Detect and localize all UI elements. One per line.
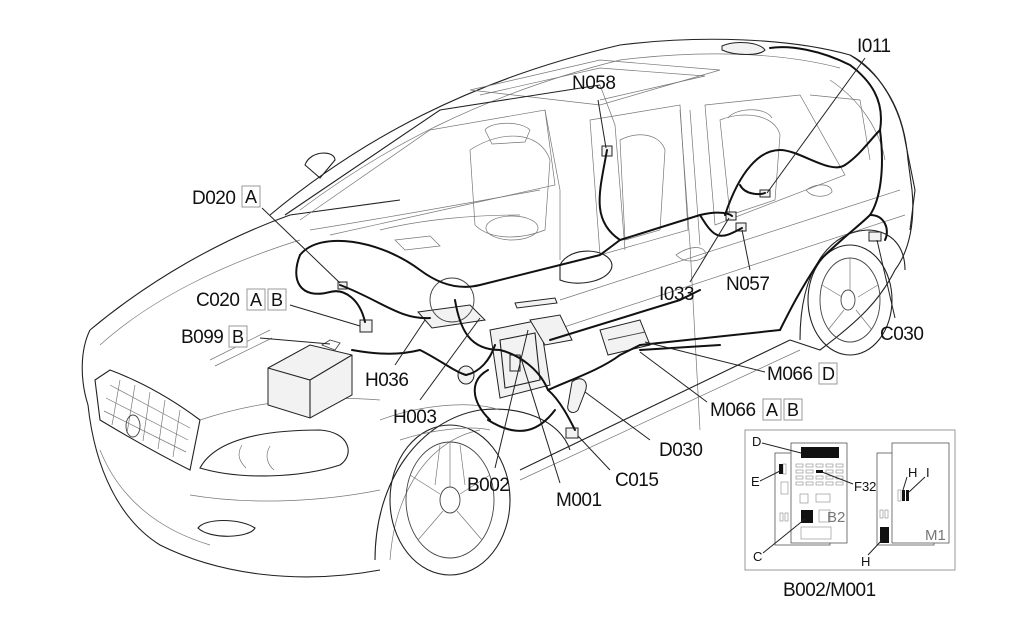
battery-icon	[267, 339, 353, 419]
label-m066-ab: M066 A B	[710, 398, 803, 421]
label-n057: N057	[726, 274, 769, 295]
inset-panel-m1-name: M1	[925, 527, 946, 544]
label-m066-d-code: M066	[767, 364, 813, 385]
connector-c015	[565, 427, 579, 439]
connector-c030	[868, 231, 882, 242]
inset-fusebox-detail: B2 D E F32 C M1 H I H	[744, 429, 956, 601]
dash-bracket-icon	[417, 304, 487, 329]
car-body-outline	[81, 38, 916, 578]
label-c020-tag-a: A	[250, 290, 262, 310]
connector-c020	[359, 319, 373, 333]
label-h003: H003	[393, 407, 436, 428]
inset-panel-b2-name: B2	[827, 509, 845, 526]
connector-n057	[735, 222, 747, 232]
label-c015: C015	[615, 470, 658, 491]
components	[267, 42, 882, 439]
inset-panel-m1: M1 H I H	[861, 442, 950, 569]
inset-callout-e: E	[751, 474, 760, 489]
inset-callout-d: D	[752, 434, 761, 449]
inset-panel-b2: B2 D E F32 C	[751, 434, 876, 564]
label-h036: H036	[365, 370, 408, 391]
label-m066-tag-a: A	[766, 400, 778, 420]
label-d020-code: D020	[192, 188, 235, 209]
label-m066-tag-b: B	[787, 400, 799, 420]
label-d020-tag-a: A	[245, 187, 257, 207]
inset-callout-h-top: H	[908, 465, 917, 480]
label-b099: B099 B	[181, 325, 248, 348]
inset-callout-i: I	[926, 465, 930, 480]
leader-lines	[259, 57, 896, 484]
inset-callout-h-bottom: H	[861, 554, 870, 569]
label-d030: D030	[659, 440, 702, 461]
interior-light-icon	[721, 42, 766, 55]
wiring-harness	[295, 46, 888, 432]
label-c020: C020 A B	[196, 288, 287, 311]
label-c020-code: C020	[196, 290, 239, 311]
inset-caption: B002/M001	[783, 580, 876, 601]
label-d020: D020 A	[192, 185, 261, 209]
inset-callout-c: C	[753, 549, 762, 564]
connector-d030	[567, 378, 587, 413]
label-m066-ab-code: M066	[710, 400, 756, 421]
label-m066-d: M066 D	[767, 362, 838, 385]
label-b099-tag-b: B	[232, 327, 244, 347]
label-n058: N058	[572, 73, 615, 94]
label-b099-code: B099	[181, 327, 223, 348]
label-m066-tag-d: D	[822, 364, 835, 384]
label-b002: B002	[467, 475, 509, 496]
label-i011: I011	[857, 36, 891, 57]
label-c020-tag-b: B	[271, 290, 283, 310]
label-i033: I033	[659, 284, 694, 305]
inset-callout-f32: F32	[854, 479, 876, 494]
label-m001: M001	[556, 490, 602, 511]
label-c030: C030	[880, 324, 923, 345]
